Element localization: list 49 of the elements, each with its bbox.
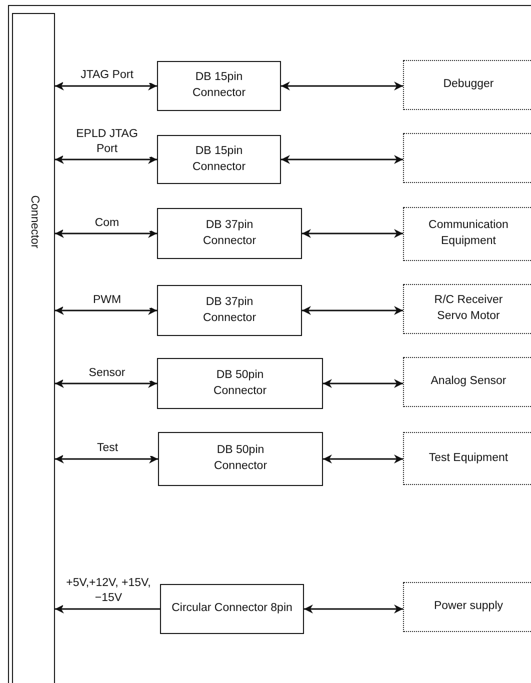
arrow [55, 306, 157, 315]
node-label: DB 50pin Connector [212, 368, 268, 398]
connector-box [157, 208, 302, 259]
external-device-box [403, 60, 531, 110]
edge-label: EPLD JTAG Port [63, 126, 151, 156]
arrow [281, 155, 403, 164]
connector-box [160, 584, 304, 634]
connector-box [158, 432, 323, 486]
connector-box [157, 285, 302, 336]
arrow [281, 82, 403, 90]
arrow [302, 229, 403, 238]
node-label: DB 37pin Connector [202, 294, 258, 326]
node-label: DB 15pin Connector [191, 144, 247, 174]
node-label: Connector [27, 194, 42, 250]
arrow [302, 306, 403, 315]
external-device-box [403, 284, 531, 334]
node-label: DB 50pin Connector [212, 443, 268, 474]
node-label: Analog Sensor [430, 374, 508, 390]
node-label: Circular Connector 8pin [170, 601, 294, 616]
external-device-box [403, 582, 531, 632]
external-device-box [403, 207, 531, 261]
arrow [55, 229, 157, 238]
arrow [304, 604, 403, 614]
node-label: Power supply [432, 599, 504, 614]
node-label: Test Equipment [428, 450, 510, 466]
edge-label: Sensor [63, 366, 151, 380]
edge-label: JTAG Port [63, 68, 151, 83]
connector-box [157, 135, 281, 184]
arrow [323, 454, 403, 464]
edge-label: PWM [63, 292, 151, 308]
edge-label: Test [63, 441, 152, 456]
arrow [323, 379, 403, 388]
node-label: DB 15pin Connector [191, 70, 247, 101]
node-label: Communication Equipment [428, 218, 510, 249]
connector-box [157, 358, 323, 409]
arrow [55, 604, 160, 614]
arrow [55, 379, 157, 388]
edge-label: Com [63, 216, 151, 230]
arrow [55, 454, 158, 464]
node-label: Debugger [442, 77, 495, 92]
arrow [55, 155, 157, 164]
external-device-box [403, 432, 531, 485]
node-label: DB 37pin Connector [202, 218, 258, 248]
connector-box [157, 61, 281, 111]
external-device-box [403, 133, 531, 183]
arrow [55, 82, 157, 90]
node-label: R/C Receiver Servo Motor [433, 293, 504, 324]
connector-bar [12, 13, 55, 683]
external-device-box [403, 357, 531, 407]
